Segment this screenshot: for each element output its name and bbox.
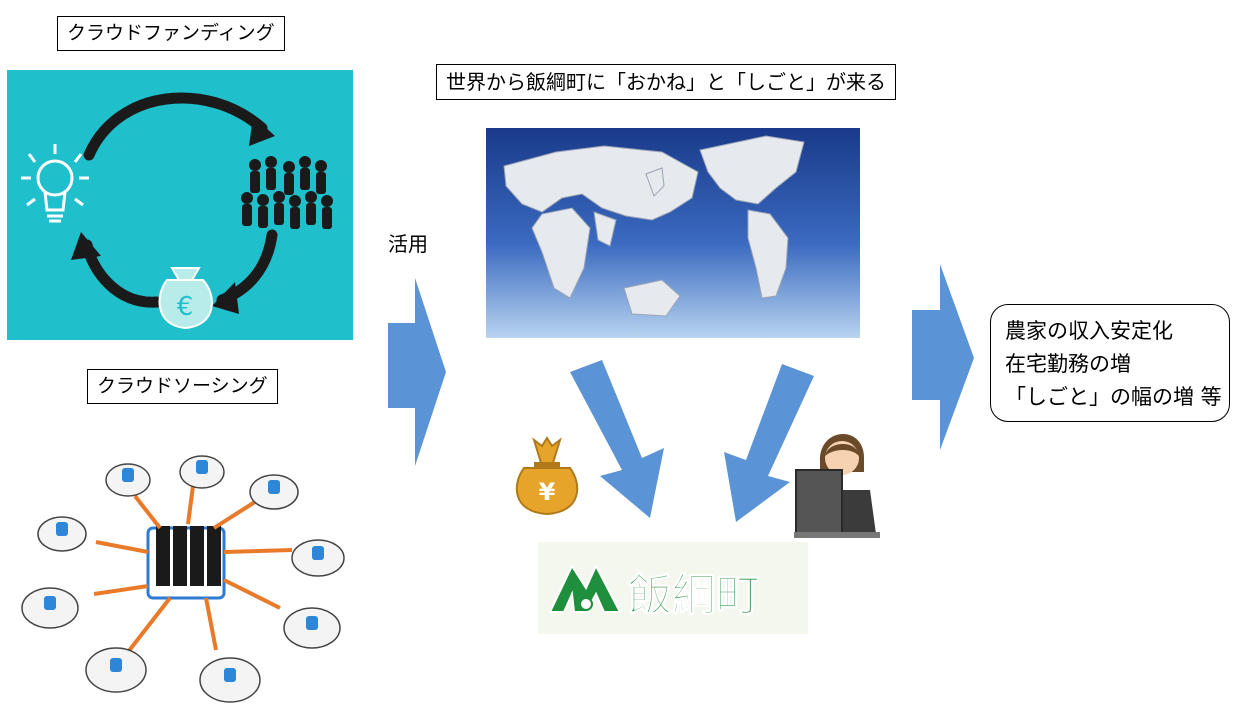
result-line: 農家の収入安定化 bbox=[1005, 319, 1173, 343]
crowdsourcing-illustration bbox=[21, 455, 345, 703]
usage-label: 活用 bbox=[388, 232, 428, 256]
euro-symbol: € bbox=[177, 292, 194, 322]
money-flow-arrow bbox=[570, 360, 664, 518]
world-title: 世界から飯綱町に「おかね」と「しごと」が来る bbox=[436, 64, 896, 100]
result-line: 在宅勤務の増 bbox=[1005, 352, 1131, 376]
worker-figures bbox=[44, 460, 324, 682]
connection-arrows bbox=[93, 485, 293, 654]
result-line: 「しごと」の幅の増 等 bbox=[1005, 385, 1222, 409]
town-logo: 飯綱町 bbox=[538, 542, 808, 634]
world-map bbox=[486, 128, 860, 338]
yen-bag-icon: ¥ bbox=[515, 436, 579, 516]
town-name: 飯綱町 bbox=[628, 570, 760, 621]
lightbulb-icon bbox=[21, 144, 89, 223]
server-icon bbox=[146, 526, 226, 600]
crowdfunding-illustration: € bbox=[7, 70, 353, 340]
result-arrow bbox=[912, 264, 974, 450]
yen-symbol: ¥ bbox=[539, 478, 556, 506]
crowdfunding-label: クラウドファンディング bbox=[57, 16, 285, 51]
usage-arrow bbox=[388, 278, 446, 466]
office-worker-icon bbox=[794, 433, 880, 538]
work-flow-arrow bbox=[724, 364, 814, 522]
crowdsourcing-label: クラウドソーシング bbox=[87, 369, 278, 404]
results-box: 農家の収入安定化 在宅勤務の増 「しごと」の幅の増 等 bbox=[990, 304, 1230, 422]
money-bag-icon: € bbox=[158, 267, 213, 330]
mountain-emblem-icon bbox=[548, 563, 622, 613]
crowd-icon bbox=[241, 156, 333, 229]
